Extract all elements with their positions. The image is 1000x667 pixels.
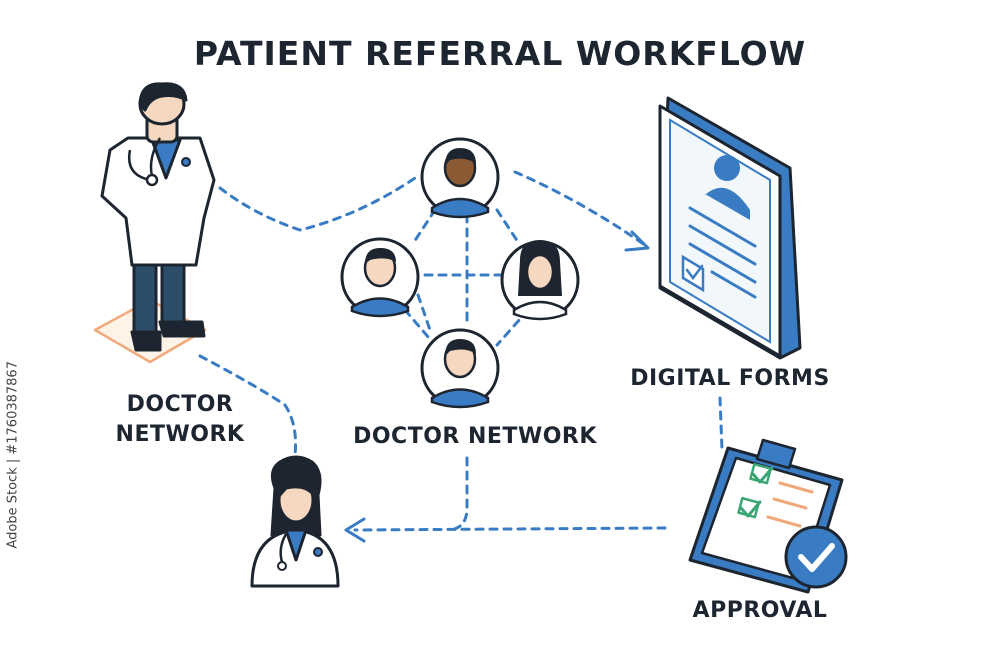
label-doctor-network-center: DOCTOR NETWORK bbox=[353, 424, 597, 449]
label-approval: APPROVAL bbox=[692, 598, 828, 623]
connector-doctor-to-female-doctor bbox=[198, 354, 297, 457]
arrow-head-icon bbox=[344, 517, 366, 543]
network-avatar-bottom-icon bbox=[420, 328, 500, 409]
mesh-top-right bbox=[495, 208, 522, 247]
label-digital-forms: DIGITAL FORMS bbox=[630, 366, 830, 391]
label-doctor-network-left-line1: DOCTOR bbox=[126, 392, 234, 417]
doctor-network-group bbox=[340, 137, 580, 409]
connector-network-down bbox=[448, 456, 469, 532]
arrow-head-icon bbox=[624, 230, 650, 252]
approval-clipboard-icon bbox=[688, 438, 848, 594]
mesh-left-bottom-2 bbox=[416, 293, 432, 332]
approval-check-icon bbox=[784, 525, 848, 589]
stock-watermark: Adobe Stock | #1760387867 bbox=[5, 361, 21, 549]
diagram-title: PATIENT REFERRAL WORKFLOW bbox=[193, 34, 807, 73]
mesh-left-bottom bbox=[403, 308, 437, 347]
connector-approval-to-female-doctor bbox=[353, 526, 667, 532]
network-avatar-top-icon bbox=[420, 137, 500, 219]
label-doctor-network-left-line2: NETWORK bbox=[115, 422, 245, 447]
connector-network-to-forms bbox=[513, 170, 647, 247]
male-doctor-icon bbox=[93, 82, 216, 364]
female-doctor-icon bbox=[250, 455, 340, 588]
network-avatar-left-icon bbox=[340, 237, 420, 318]
network-avatar-right-icon bbox=[500, 240, 580, 321]
connector-forms-to-approval bbox=[718, 396, 724, 452]
label-doctor-network-left: DOCTOR NETWORK bbox=[100, 390, 260, 450]
mesh-top-left bbox=[410, 208, 437, 247]
connector-doctor-to-network bbox=[218, 176, 417, 232]
digital-form-icon bbox=[658, 96, 802, 360]
